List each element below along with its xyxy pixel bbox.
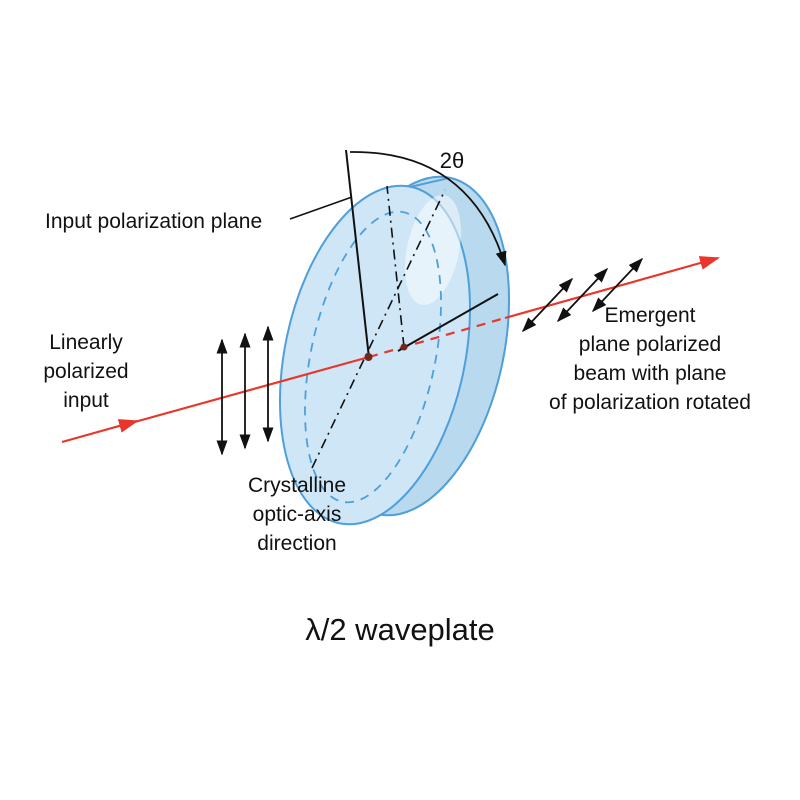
emergent-polarization-arrow-3 xyxy=(591,257,644,313)
right-label-line-1: Emergent xyxy=(604,304,695,327)
input-plane-label: Input polarization plane xyxy=(45,210,262,233)
beam-left-arrow-segment xyxy=(61,419,139,444)
optic-axis-label-line-2: optic-axis xyxy=(253,503,342,526)
emergent-polarization-arrow-2 xyxy=(556,267,609,323)
beam-inside-plate xyxy=(368,316,506,359)
left-label-line-1: Linearly xyxy=(49,331,123,354)
right-label-line-3: beam with plane xyxy=(574,362,727,385)
emergent-polarization-arrow-1 xyxy=(521,277,574,333)
waveplate-rim-edge-top xyxy=(410,176,451,188)
optic-axis-line xyxy=(311,189,446,469)
optic-axis-label-line-1: Crystalline xyxy=(248,474,346,497)
back-surface-dot xyxy=(400,343,408,351)
label-leader-line xyxy=(289,196,353,220)
emergent-polarization-line xyxy=(397,293,499,352)
left-label-line-3: input xyxy=(63,389,109,412)
right-label-line-4: of polarization rotated xyxy=(549,391,751,414)
right-label: Emergent plane polarized beam with plane… xyxy=(549,304,751,414)
diagram-title: λ/2 waveplate xyxy=(305,612,495,647)
angle-arc xyxy=(349,151,507,267)
optic-axis-label: Crystalline optic-axis direction xyxy=(248,474,346,555)
left-label-line-2: polarized xyxy=(43,360,128,383)
waveplate-midplane-dashed xyxy=(304,210,442,504)
right-label-line-2: plane polarized xyxy=(579,333,721,356)
left-label: Linearly polarized input xyxy=(43,331,128,412)
input-polarization-line xyxy=(345,149,370,359)
optic-axis-line-back xyxy=(386,185,405,348)
emergent-polarization-arrows xyxy=(521,257,644,333)
waveplate-highlight xyxy=(405,194,461,306)
front-surface-dot xyxy=(364,353,373,361)
angle-label: 2θ xyxy=(440,148,464,173)
optic-axis-label-line-3: direction xyxy=(257,532,336,555)
input-polarization-arrows xyxy=(216,325,274,456)
